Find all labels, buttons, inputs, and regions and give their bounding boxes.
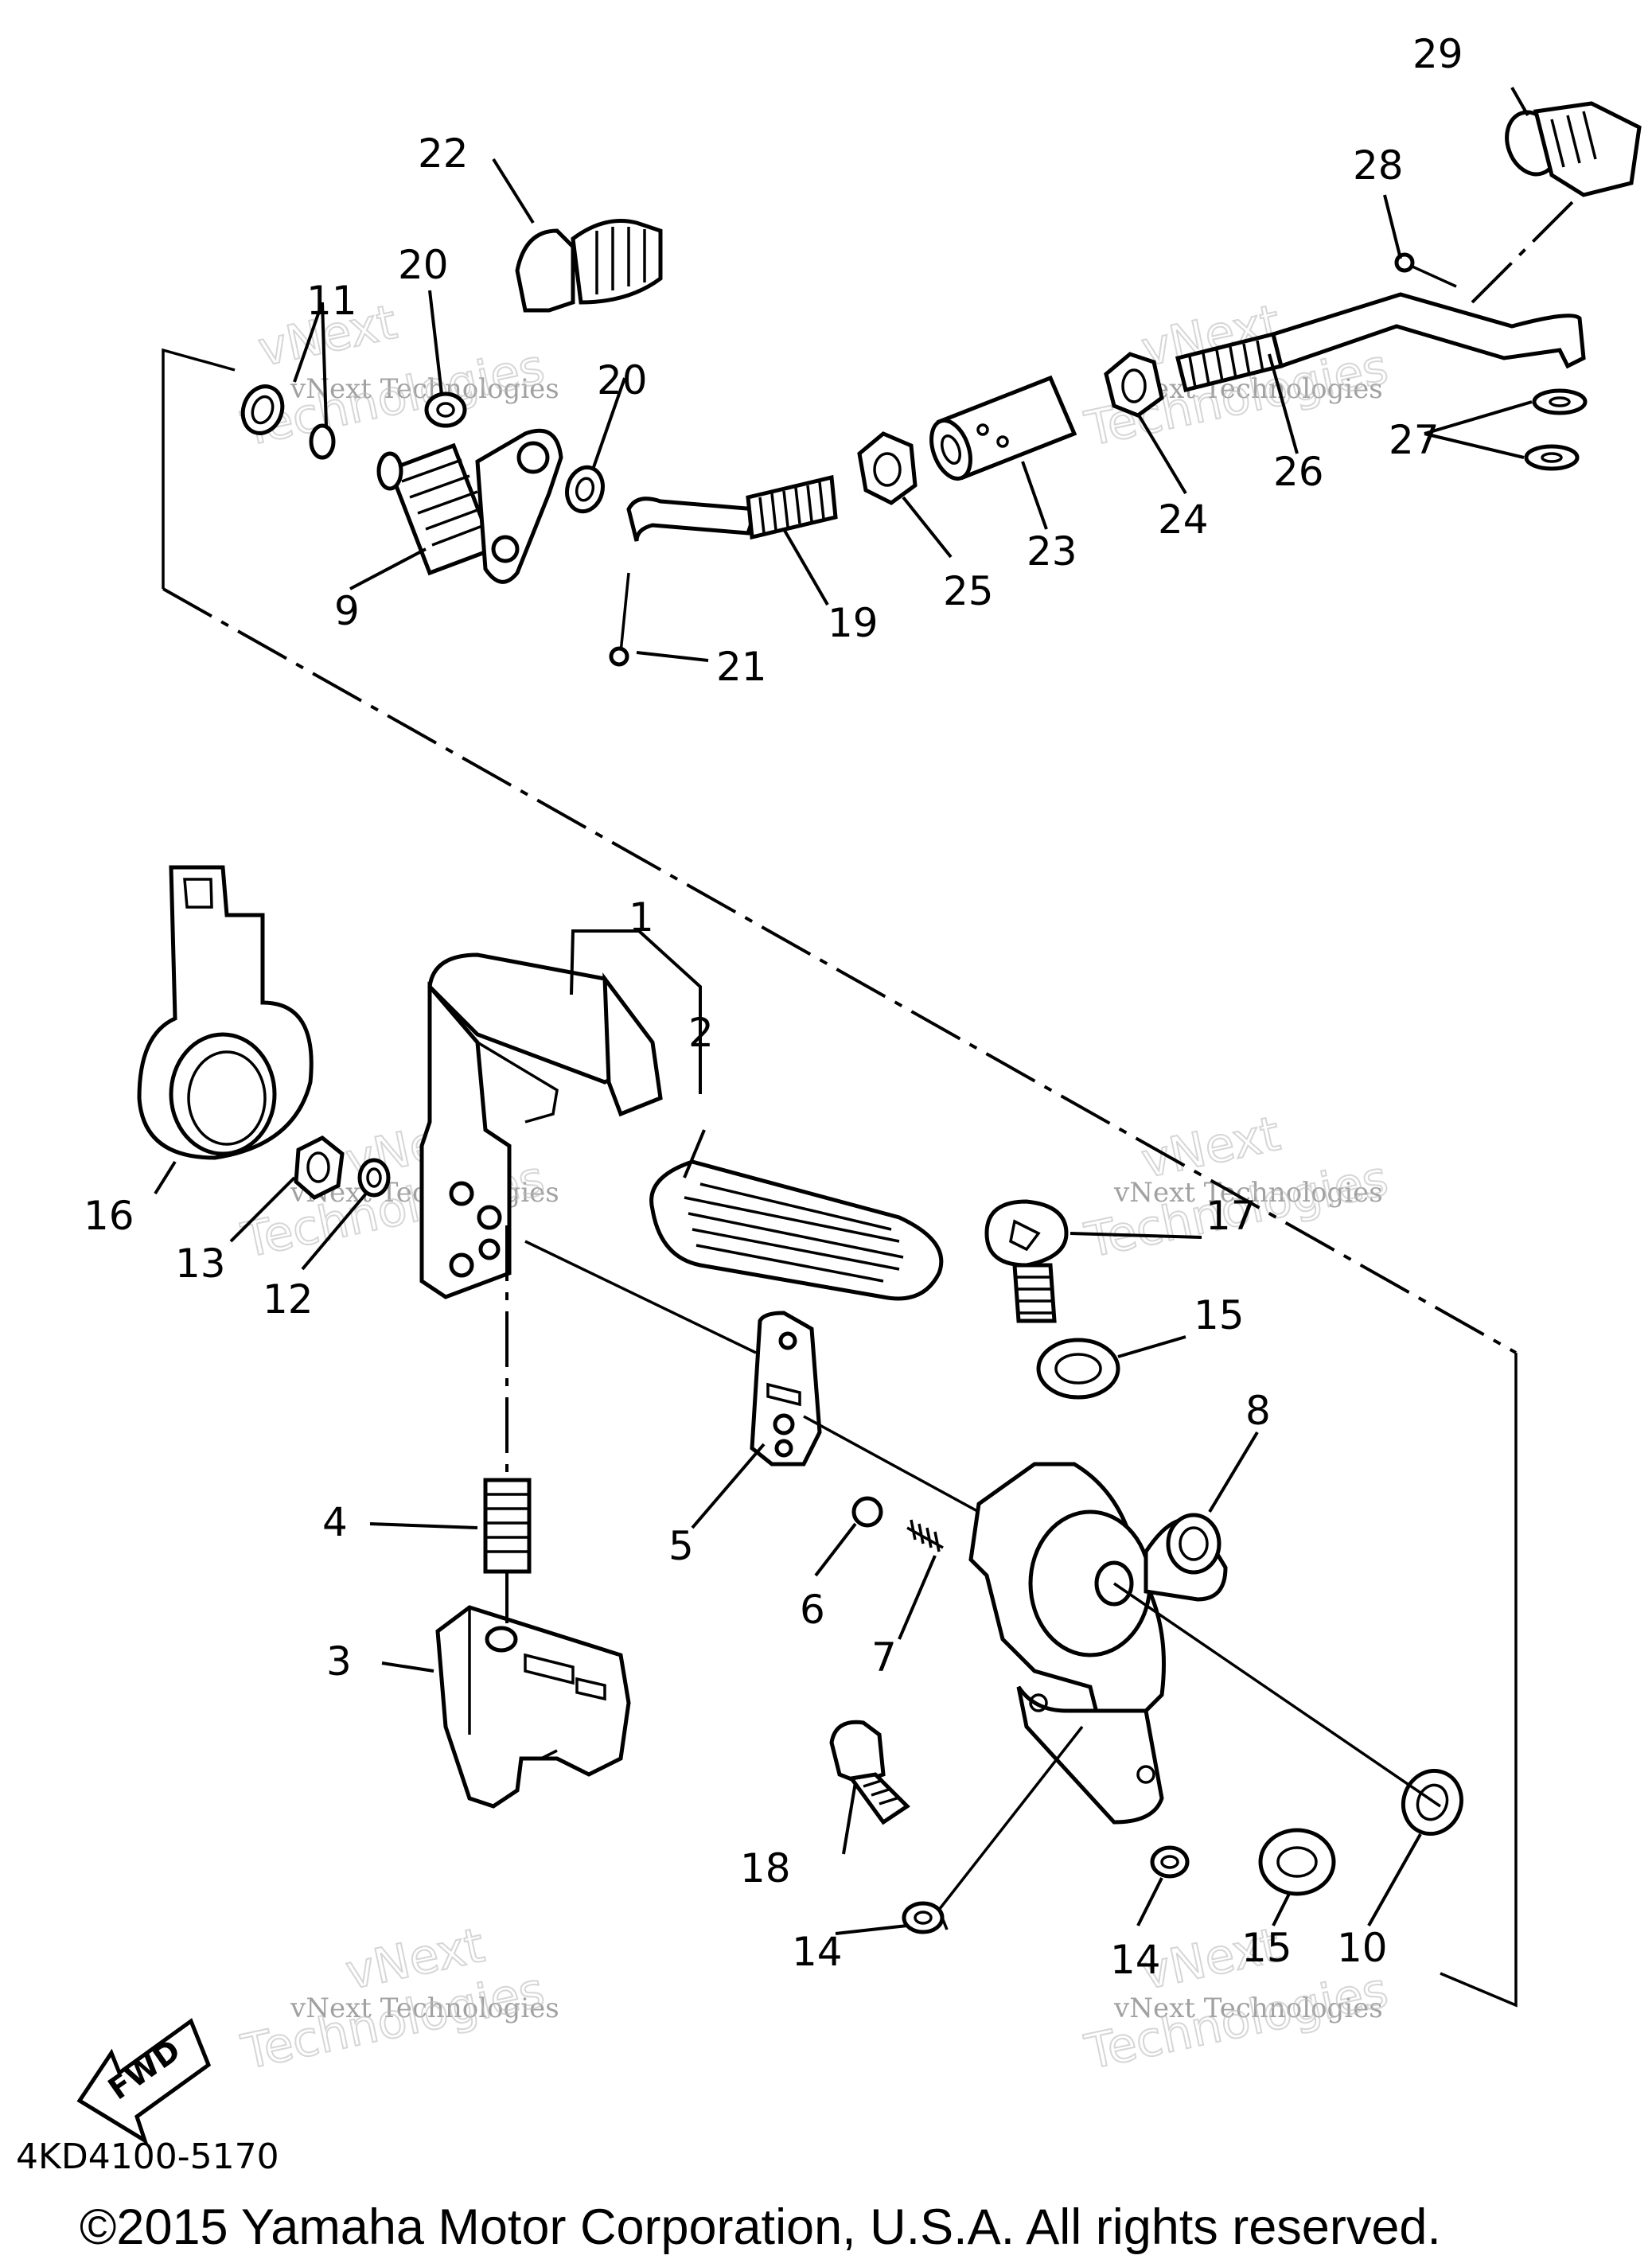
part-27-washers (1524, 388, 1588, 471)
fwd-arrow-icon: FWD (76, 2018, 212, 2145)
diagram-code: 4KD4100-5170 (16, 2137, 279, 2177)
label-part-2: 2 (688, 1010, 714, 1056)
part-3-bracket (435, 1605, 631, 1809)
label-part-23: 23 (1027, 528, 1077, 575)
part-15-washer-top (1036, 1338, 1120, 1400)
part-20-washer-left (424, 391, 467, 428)
label-part-8: 8 (1245, 1388, 1271, 1434)
label-part-20a: 20 (398, 242, 449, 288)
part-8-housing (968, 1462, 1228, 1825)
label-part-4: 4 (322, 1499, 348, 1545)
watermark-top-left: vNext vNext Technologies Technologies (236, 294, 559, 458)
assembly-lines (505, 1225, 1441, 1930)
label-part-15a: 15 (1194, 1292, 1245, 1338)
copyright-notice: ©2015 Yamaha Motor Corporation, U.S.A. A… (80, 2199, 1441, 2255)
watermark-bottom-left: vNext vNext Technologies Technologies (236, 1917, 559, 2082)
label-part-19: 19 (828, 600, 879, 646)
assembly-frame (162, 127, 1585, 2008)
label-part-15b: 15 (1241, 1925, 1292, 1971)
part-2-grip (649, 1159, 944, 1301)
label-part-21: 21 (716, 644, 767, 690)
part-5-plate (750, 1311, 822, 1467)
label-part-3: 3 (326, 1638, 352, 1685)
part-16-bracket (137, 865, 314, 1160)
part-19-rod (626, 474, 838, 542)
part-22-grommet (515, 219, 663, 313)
label-part-24: 24 (1158, 497, 1209, 543)
label-part-7: 7 (871, 1634, 897, 1681)
label-part-25: 25 (943, 568, 994, 614)
label-part-17: 17 (1206, 1193, 1257, 1239)
label-part-16: 16 (84, 1193, 134, 1239)
label-part-1: 1 (629, 894, 654, 941)
label-part-29: 29 (1412, 31, 1463, 77)
part-15-washer-bottom (1258, 1828, 1336, 1896)
label-part-12: 12 (263, 1276, 314, 1322)
part-18-bolt (829, 1720, 910, 1825)
watermarks: vNext vNext Technologies Technologies vN… (236, 294, 1394, 2082)
svg-text:vNext Technologies: vNext Technologies (1113, 1992, 1383, 2024)
part-13-nut (294, 1135, 345, 1200)
label-part-10: 10 (1337, 1925, 1388, 1971)
part-21-pin (609, 572, 630, 667)
label-part-11: 11 (306, 278, 357, 324)
part-1-lever (419, 952, 663, 1299)
part-23-sleeve (929, 375, 1077, 481)
label-part-18: 18 (740, 1845, 791, 1891)
part-7-spring (906, 1519, 944, 1552)
part-12-washer (357, 1158, 391, 1198)
label-part-20b: 20 (597, 357, 648, 403)
label-part-26: 26 (1273, 449, 1324, 495)
part-26-rod (1175, 292, 1586, 393)
label-part-28: 28 (1353, 142, 1404, 189)
part-17-bolt (984, 1199, 1069, 1323)
part-6-ball (851, 1496, 883, 1528)
watermark-mid-right: vNext vNext Technologies Technologies (1080, 1105, 1394, 1270)
part-25-nut (857, 431, 918, 505)
label-part-9: 9 (334, 588, 360, 634)
label-part-13: 13 (175, 1241, 226, 1287)
label-part-14a: 14 (792, 1929, 843, 1975)
part-11-washers (240, 384, 336, 460)
part-20-washer-right (565, 465, 605, 514)
part-4-spring (483, 1478, 532, 1574)
label-part-22: 22 (418, 130, 469, 177)
part-28-clip (1394, 252, 1457, 288)
label-part-27: 27 (1389, 417, 1440, 463)
part-14-washer-right (1150, 1845, 1190, 1879)
part-labels: 1 2 3 4 5 6 7 8 9 10 11 12 13 14 14 15 1… (84, 31, 1463, 1983)
svg-text:vNext Technologies: vNext Technologies (1113, 1177, 1383, 1209)
part-9-shift-shaft (376, 428, 563, 584)
svg-text:vNext Technologies: vNext Technologies (290, 1992, 559, 2024)
part-14-washer-left (902, 1901, 945, 1934)
part-24-nut (1104, 352, 1164, 418)
label-part-14b: 14 (1110, 1937, 1161, 1983)
svg-text:vNext Technologies: vNext Technologies (290, 373, 559, 405)
part-29-grommet (1505, 101, 1642, 197)
label-part-6: 6 (800, 1587, 825, 1633)
label-part-5: 5 (668, 1523, 694, 1569)
leader-lines (154, 87, 1533, 1935)
